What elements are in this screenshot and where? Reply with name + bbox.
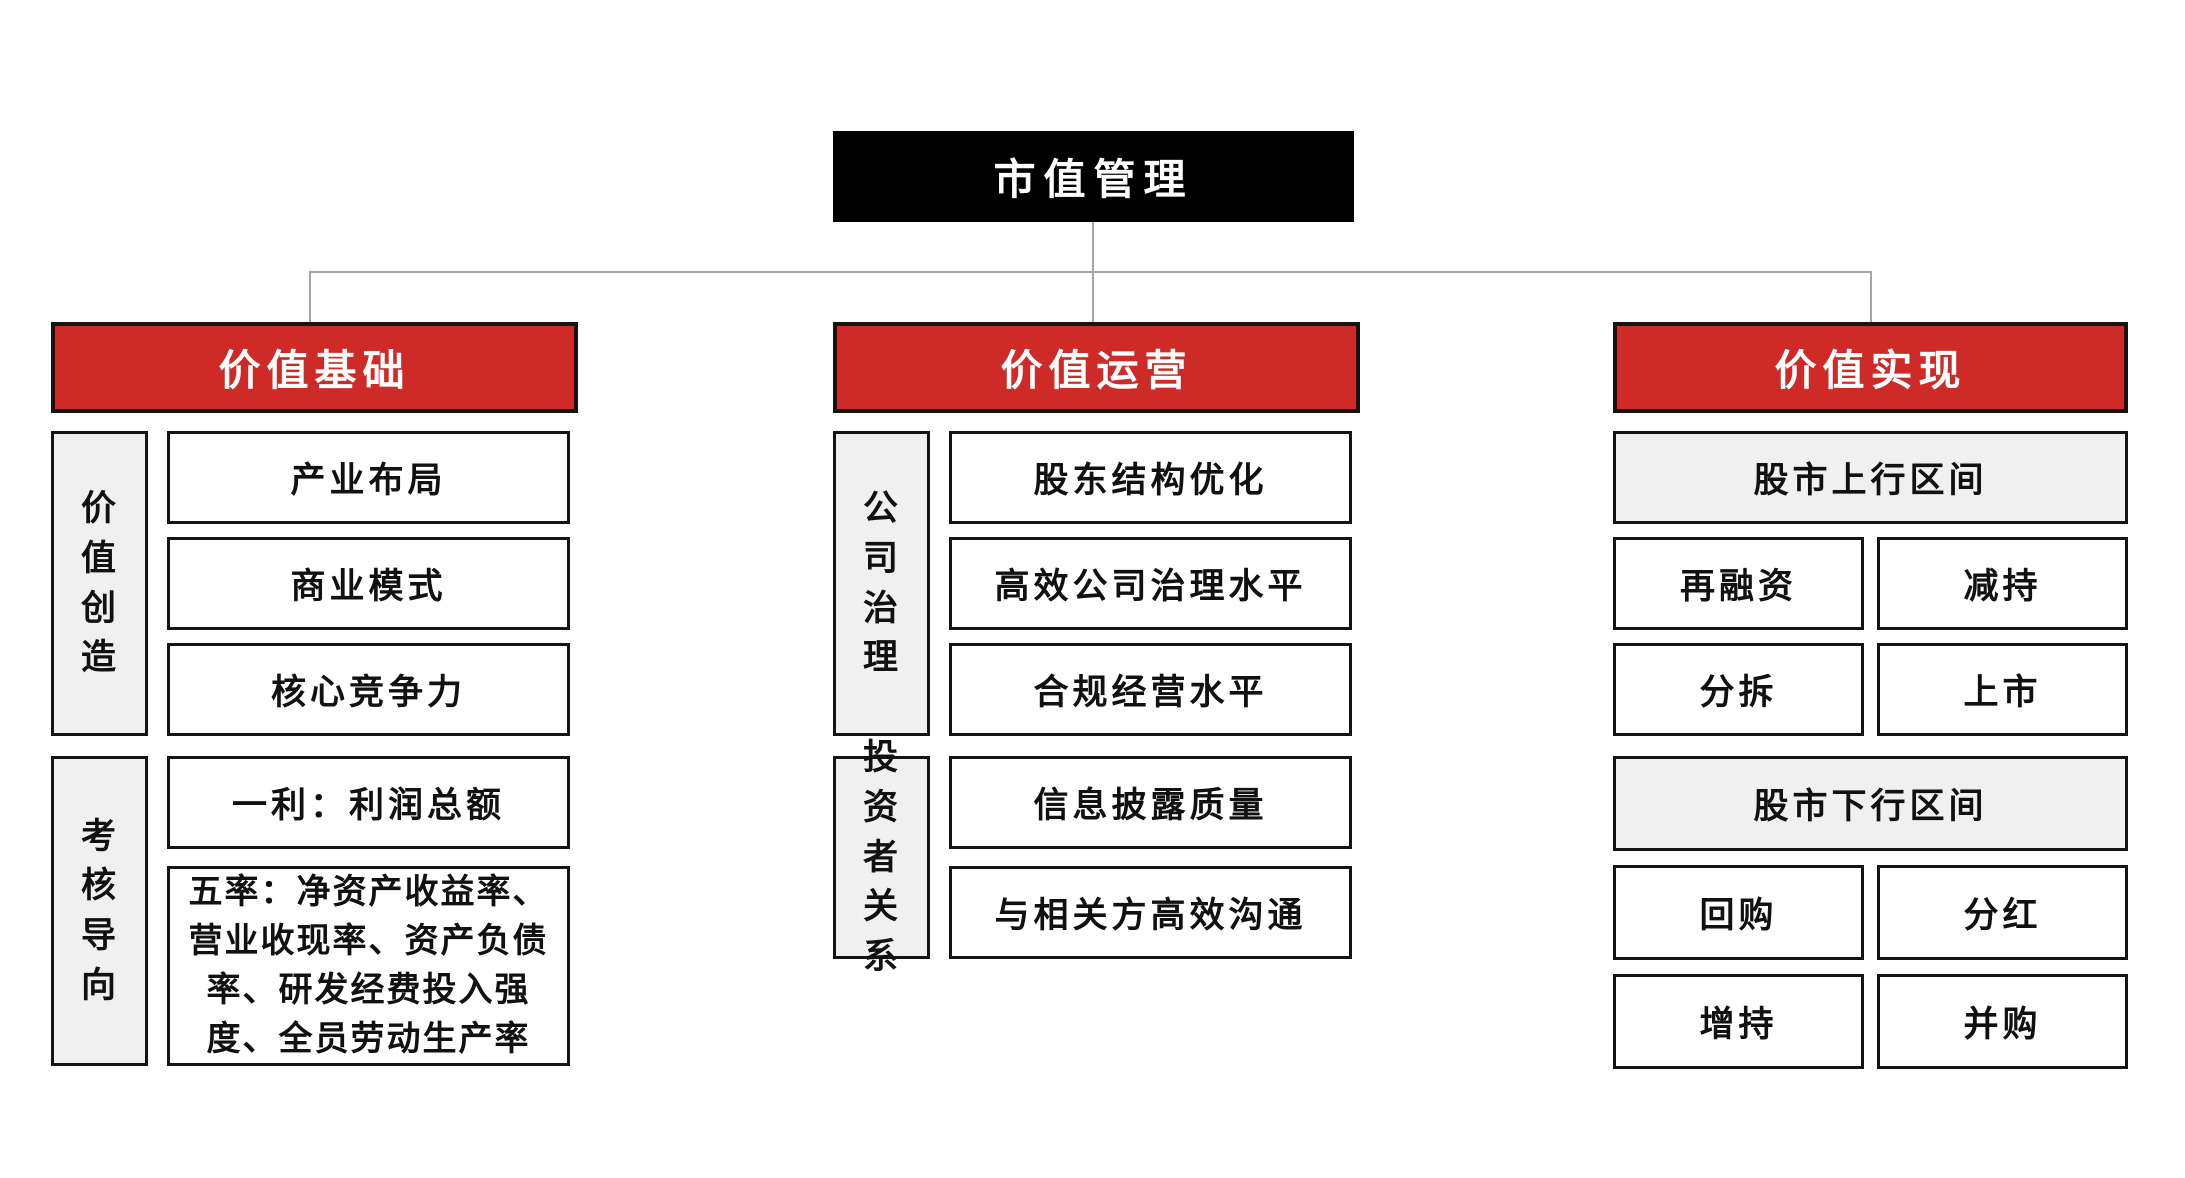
connector-right-vertical — [1870, 271, 1872, 322]
root-title-box: 市值管理 — [833, 131, 1354, 222]
side-label-value-creation: 价值创造 — [51, 431, 148, 736]
item-share-reduction: 减持 — [1877, 537, 2128, 630]
item-five-ratios: 五率：净资产收益率、营业收现率、资产负债率、研发经费投入强度、全员劳动生产率 — [167, 866, 570, 1066]
connector-left-vertical — [309, 271, 311, 322]
band-bear-market: 股市下行区间 — [1613, 756, 2128, 851]
column-header-value-operation: 价值运营 — [833, 322, 1360, 413]
item-dividend: 分红 — [1877, 865, 2128, 960]
item-shareholder-structure: 股东结构优化 — [949, 431, 1352, 524]
item-refinancing: 再融资 — [1613, 537, 1864, 630]
item-industry-layout: 产业布局 — [167, 431, 570, 524]
item-mergers-acquisitions: 并购 — [1877, 974, 2128, 1069]
column-header-value-foundation: 价值基础 — [51, 322, 578, 413]
item-business-model: 商业模式 — [167, 537, 570, 630]
item-buyback: 回购 — [1613, 865, 1864, 960]
column-header-value-realization: 价值实现 — [1613, 322, 2128, 413]
side-label-assessment-orientation: 考核导向 — [51, 756, 148, 1066]
item-compliance-level: 合规经营水平 — [949, 643, 1352, 736]
side-label-investor-relations: 投资者关系 — [833, 738, 930, 976]
item-core-competitiveness: 核心竞争力 — [167, 643, 570, 736]
item-spin-off: 分拆 — [1613, 643, 1864, 736]
item-stakeholder-communication: 与相关方高效沟通 — [949, 866, 1352, 959]
connector-horizontal — [309, 271, 1872, 273]
item-listing: 上市 — [1877, 643, 2128, 736]
item-governance-level: 高效公司治理水平 — [949, 537, 1352, 630]
item-one-profit: 一利：利润总额 — [167, 756, 570, 849]
side-label-corporate-governance: 公司治理 — [833, 431, 930, 736]
item-shareholding-increase: 增持 — [1613, 974, 1864, 1069]
item-information-disclosure: 信息披露质量 — [949, 756, 1352, 849]
band-bull-market: 股市上行区间 — [1613, 431, 2128, 524]
